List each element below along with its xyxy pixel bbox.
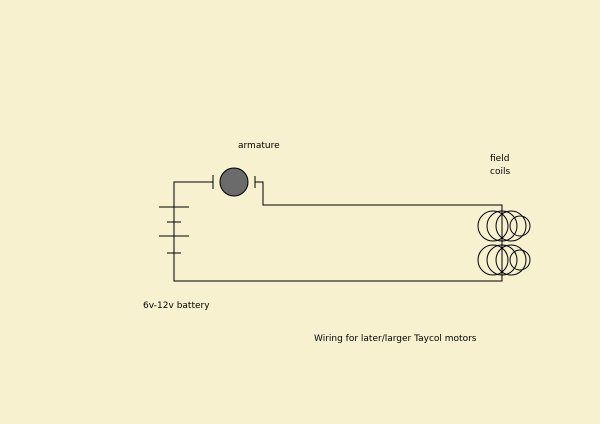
armature-rotor [219,167,249,197]
battery-label: 6v-12v battery [143,301,210,311]
coil-loop [495,210,527,242]
field-coils-label-line2: coils [490,167,511,177]
armature-symbol [212,167,259,197]
wire-battery-to-field [173,253,503,282]
coil-loop [509,249,531,271]
armature-label: armature [238,141,280,151]
coil-loop [477,210,509,242]
coil-loop [477,244,509,276]
field-coils-symbol [477,210,531,276]
diagram-caption: Wiring for later/larger Taycol motors [314,334,477,344]
wire-armature-to-field [259,181,503,212]
field-coils-label: field coils [490,153,510,179]
wires [173,181,503,282]
coil-loop [509,215,531,237]
coil-loop [495,244,527,276]
battery-symbol [159,206,189,254]
wire-battery-to-armature [173,181,213,207]
field-coils-label-line1: field [490,154,510,164]
